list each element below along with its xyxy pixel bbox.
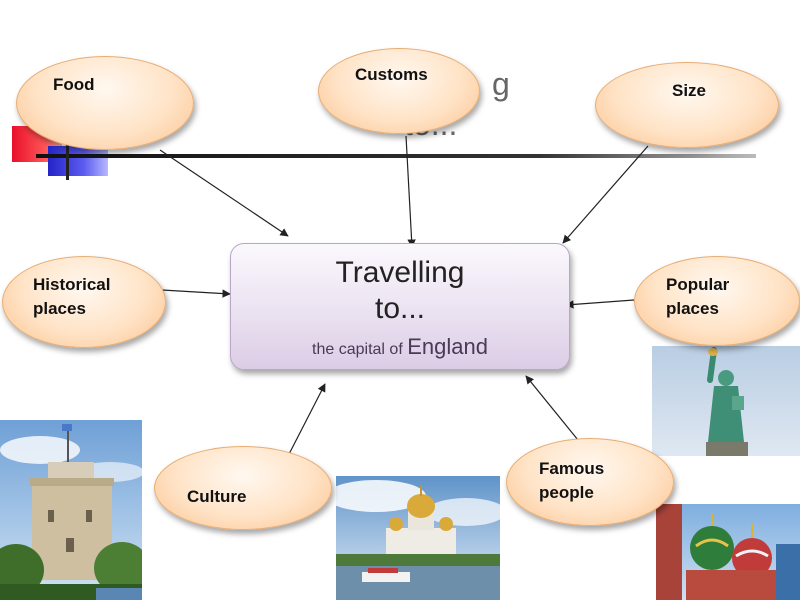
arrow-historical-places xyxy=(161,289,231,298)
arrow-famous-people xyxy=(525,375,579,441)
central-subtitle-large: England xyxy=(407,334,488,359)
node-size: Size xyxy=(595,62,779,148)
central-topic-box: Travelling to... the capital of England xyxy=(230,243,570,370)
node-popular-places: Popular places xyxy=(634,256,800,346)
node-historical-places: Historical places xyxy=(2,256,166,348)
node-culture: Culture xyxy=(154,446,332,530)
node-historical-places-label-2: places xyxy=(33,299,86,318)
central-subtitle-small: the capital of xyxy=(312,341,403,358)
arrow-size xyxy=(562,145,649,244)
arrow-culture xyxy=(285,383,326,461)
white-tower-photo xyxy=(0,420,142,600)
statue-of-liberty-photo xyxy=(652,346,800,456)
central-title-line-2: to... xyxy=(374,292,426,325)
node-famous-people-label-1: Famous xyxy=(539,459,605,478)
node-customs: Customs xyxy=(318,48,480,134)
node-famous-people: Famous people xyxy=(506,438,674,526)
node-food: Food xyxy=(16,56,194,150)
node-food-label: Food xyxy=(53,75,95,94)
cathedral-photo xyxy=(336,476,500,600)
central-title-line-1: Travelling xyxy=(335,256,465,289)
node-popular-places-label-2: places xyxy=(666,299,719,318)
st-basils-cathedral-photo xyxy=(656,504,800,600)
arrow-food xyxy=(159,149,289,237)
decorative-title-underline xyxy=(36,154,756,158)
arrow-customs xyxy=(405,135,416,248)
decorative-blue-square xyxy=(48,146,108,176)
node-customs-label: Customs xyxy=(355,65,428,84)
node-popular-places-label-1: Popular xyxy=(666,275,730,294)
node-historical-places-label-1: Historical xyxy=(33,275,111,294)
central-subtitle: the capital of England xyxy=(231,334,569,360)
node-famous-people-label-2: people xyxy=(539,483,594,502)
node-size-label: Size xyxy=(672,81,707,100)
decorative-vertical-line xyxy=(66,140,69,180)
arrow-popular-places xyxy=(565,299,635,309)
hidden-title-fragment-1: g xyxy=(492,66,510,102)
node-culture-label: Culture xyxy=(187,487,247,506)
